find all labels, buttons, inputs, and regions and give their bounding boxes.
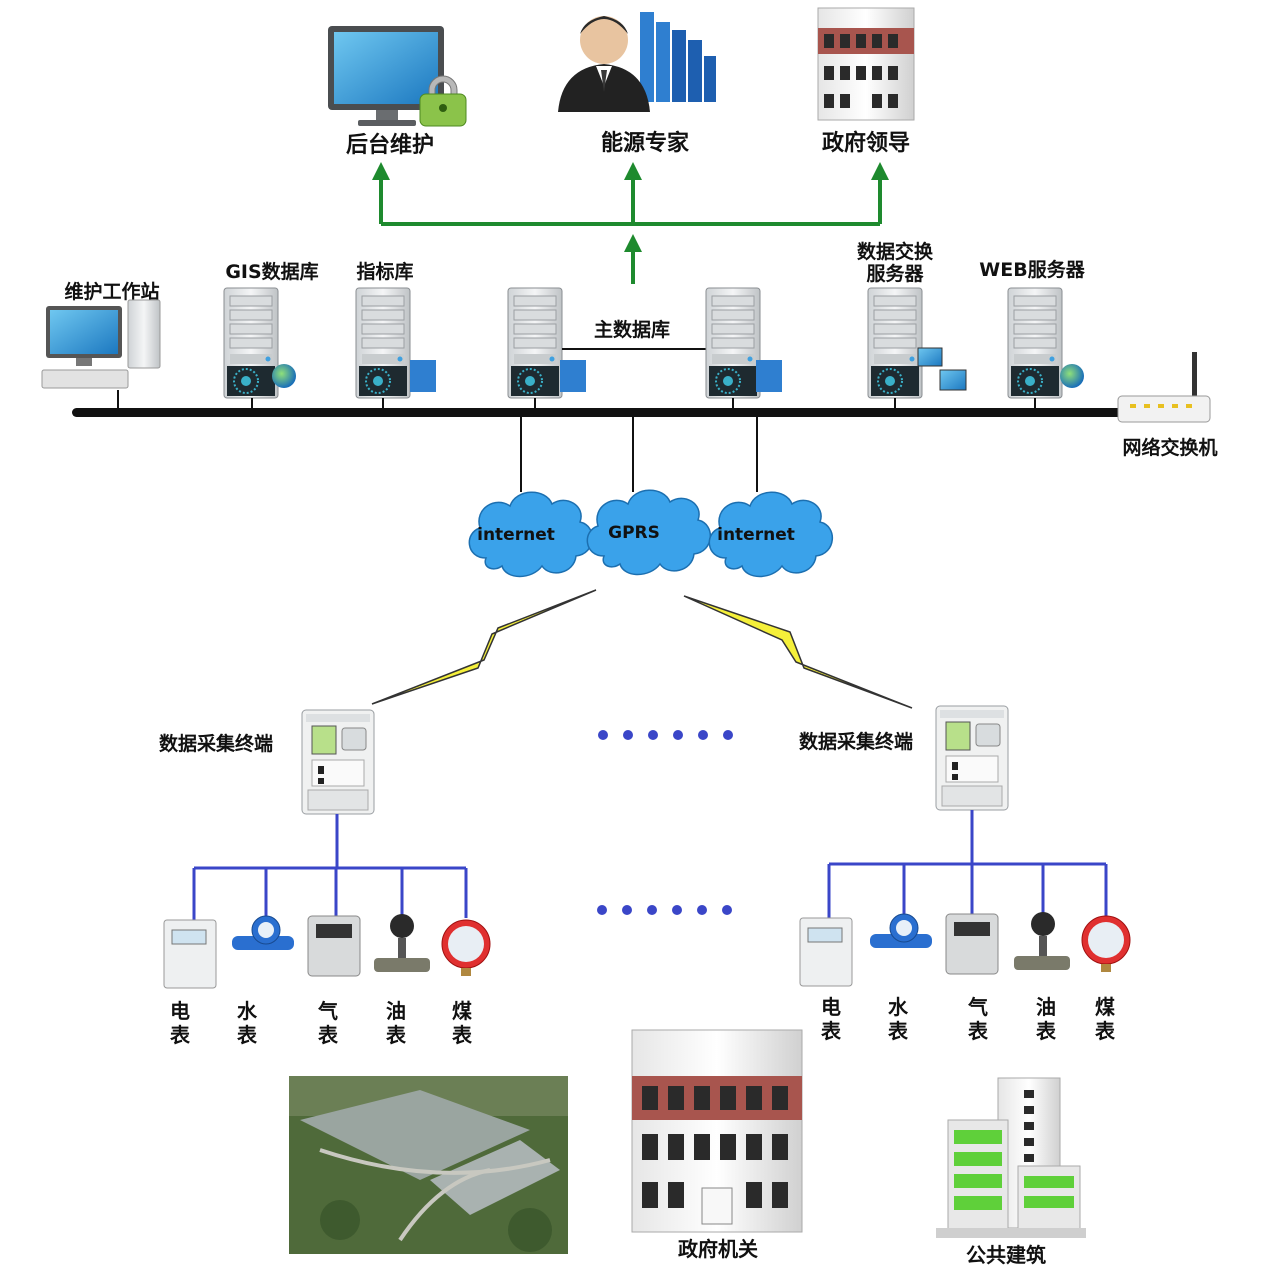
cloud-label-gprs: GPRS — [608, 523, 660, 543]
gas-meter-left-icon — [307, 915, 361, 977]
water-meter-left-icon — [232, 915, 294, 950]
electric-meter-right-icon — [799, 917, 853, 987]
government-office-icon — [631, 1029, 803, 1233]
meter-label-oil-right-2: 表 — [1036, 1019, 1057, 1043]
terminal-left-label: 数据采集终端 — [159, 732, 273, 755]
meter-label-coal-right-1: 煤 — [1095, 995, 1115, 1019]
meter-label-oil-right-1: 油 — [1036, 995, 1056, 1019]
globe-icon — [272, 364, 296, 388]
cloud-label-internet-left: internet — [477, 525, 555, 545]
meter-label-coal-left-1: 煤 — [452, 999, 472, 1023]
database-icon-right — [756, 360, 782, 392]
upward-arrows — [372, 162, 889, 284]
web-server-icon — [1007, 287, 1063, 399]
workstation-label: 维护工作站 — [64, 280, 159, 303]
meter-labels-right: 电 表 水 表 气 表 油 表 煤 表 — [821, 995, 1116, 1043]
meter-bus-right — [827, 810, 1108, 918]
workstation-icon — [41, 299, 161, 389]
government-office-label: 政府机关 — [678, 1237, 758, 1261]
meter-labels-left: 电 表 水 表 气 表 油 表 煤 表 — [170, 999, 473, 1047]
meter-label-gas-left-2: 表 — [318, 1023, 339, 1047]
meter-label-water-left-2: 表 — [237, 1023, 258, 1047]
ellipsis-dots-bottom — [597, 905, 732, 915]
meter-label-water-right-1: 水 — [888, 995, 909, 1019]
bus-drops — [117, 390, 1036, 492]
backend-label: 后台维护 — [346, 132, 434, 158]
public-building-icon — [936, 1077, 1086, 1238]
web-server-label: WEB服务器 — [979, 258, 1085, 281]
main-db-server-left-icon — [507, 287, 563, 399]
government-leader-icon — [817, 7, 915, 121]
terminal-left-icon — [301, 709, 375, 815]
meter-label-oil-left-1: 油 — [386, 999, 406, 1023]
main-db-label: 主数据库 — [594, 318, 670, 341]
network-switch-icon — [1117, 352, 1211, 423]
terminal-right-label: 数据采集终端 — [799, 730, 913, 753]
industrial-park-image — [289, 1076, 568, 1254]
exchange-server-icon — [867, 287, 923, 399]
oil-meter-right-icon — [1014, 912, 1070, 970]
meter-label-water-right-2: 表 — [888, 1019, 909, 1043]
meter-label-water-left-1: 水 — [237, 999, 258, 1023]
gas-meter-right-icon — [945, 913, 999, 975]
coal-meter-right-icon — [1081, 915, 1131, 972]
public-building-label: 公共建筑 — [966, 1243, 1046, 1267]
coal-meter-left-icon — [441, 919, 491, 976]
meter-label-gas-right-1: 气 — [967, 995, 988, 1019]
database-icon — [410, 360, 436, 392]
monitors-icon — [917, 347, 967, 391]
electric-meter-left-icon — [163, 919, 217, 989]
energy-expert-icon — [558, 12, 716, 112]
database-icon-left — [560, 360, 586, 392]
lightning-right-icon — [683, 595, 913, 709]
water-meter-right-icon — [870, 913, 932, 948]
lightning-left-icon — [371, 589, 597, 705]
meter-label-electric-right-2: 表 — [821, 1019, 842, 1043]
backend-maintenance-icon — [328, 26, 467, 127]
index-db-server-icon — [355, 287, 411, 399]
meter-label-electric-left-2: 表 — [170, 1023, 191, 1047]
gis-db-label: GIS数据库 — [225, 260, 318, 283]
exchange-label-2: 服务器 — [866, 262, 924, 285]
government-leader-label: 政府领导 — [822, 130, 910, 156]
exchange-label-1: 数据交换 — [857, 240, 934, 263]
expert-label: 能源专家 — [601, 130, 690, 156]
meter-label-gas-left-1: 气 — [317, 999, 338, 1023]
meter-label-electric-left-1: 电 — [170, 999, 190, 1023]
meter-label-gas-right-2: 表 — [968, 1019, 989, 1043]
gis-db-server-icon — [223, 287, 279, 399]
globe-icon-web — [1060, 364, 1084, 388]
network-bus — [72, 408, 1132, 417]
oil-meter-left-icon — [374, 914, 430, 972]
meter-label-coal-left-2: 表 — [452, 1023, 473, 1047]
meter-bus-left — [192, 814, 468, 920]
ellipsis-dots-top — [598, 730, 733, 740]
meter-label-coal-right-2: 表 — [1095, 1019, 1116, 1043]
terminal-right-icon — [935, 705, 1009, 811]
main-db-server-right-icon — [705, 287, 761, 399]
switch-label: 网络交换机 — [1122, 436, 1217, 459]
meter-label-oil-left-2: 表 — [386, 1023, 407, 1047]
meter-label-electric-right-1: 电 — [821, 995, 841, 1019]
index-db-label: 指标库 — [356, 260, 413, 283]
cloud-label-internet-right: internet — [717, 525, 795, 545]
